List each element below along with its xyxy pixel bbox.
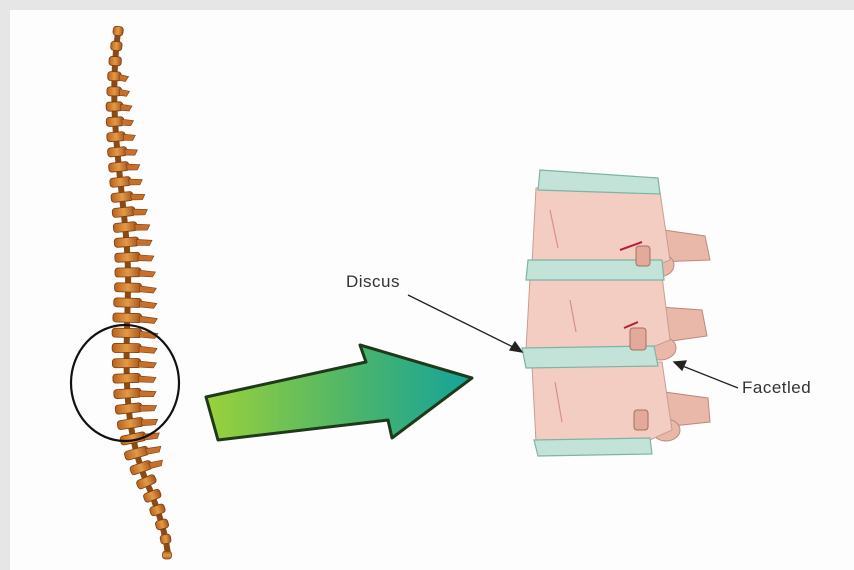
spine-illustration (106, 26, 172, 559)
vertebra-segment (129, 456, 164, 476)
vertebra-segment (115, 401, 157, 415)
vertebra-segment (163, 551, 172, 559)
vertebra-segment (108, 72, 129, 82)
vertebra-segment (107, 145, 138, 157)
vertebra-segment (112, 358, 156, 368)
vertebra-segment (143, 488, 162, 503)
vertebra-segment (109, 175, 142, 188)
vertebra-segment (113, 313, 158, 324)
vertebra-segment (114, 236, 152, 248)
right-arrow-icon (206, 345, 472, 440)
facet-leader-line (680, 365, 738, 388)
diagram-canvas: Discus Facetled (10, 10, 854, 570)
vertebra-segment (110, 41, 122, 51)
disc-leader-arrowhead (510, 342, 522, 352)
vertebra-segment (108, 160, 140, 173)
vertebra-segment (114, 298, 157, 309)
vertebra-segment (113, 220, 150, 233)
vertebra-segment (115, 267, 156, 277)
diagram-svg (10, 10, 854, 570)
vertebra-segment (107, 87, 130, 97)
vertebra-segment (114, 283, 156, 293)
vertebra-segment (113, 373, 156, 384)
facet-leader-arrowhead (674, 361, 686, 370)
vertebra-segment (155, 518, 169, 530)
lumbar-vertebrae-illustration (522, 170, 710, 456)
vertebra-segment (112, 205, 148, 218)
vertebra-segment (149, 503, 166, 516)
disc-leader-line (408, 295, 515, 348)
vertebra-segment (107, 131, 136, 143)
vertebra-segment (106, 116, 134, 127)
vertebra-segment (112, 343, 157, 353)
vertebra-segment (114, 387, 157, 399)
vertebra-segment (115, 251, 155, 262)
vertebra-segment (111, 190, 146, 203)
vertebral-bodies (526, 188, 672, 442)
vertebra-segment (106, 101, 132, 111)
vertebra-segment (117, 415, 158, 431)
vertebra-segment (124, 442, 162, 461)
vertebra-segment (109, 56, 122, 66)
facet-label: Facetled (742, 378, 811, 398)
disc-label: Discus (346, 272, 400, 292)
vertebra-segment (160, 534, 172, 545)
vertebra-segment (113, 26, 124, 36)
